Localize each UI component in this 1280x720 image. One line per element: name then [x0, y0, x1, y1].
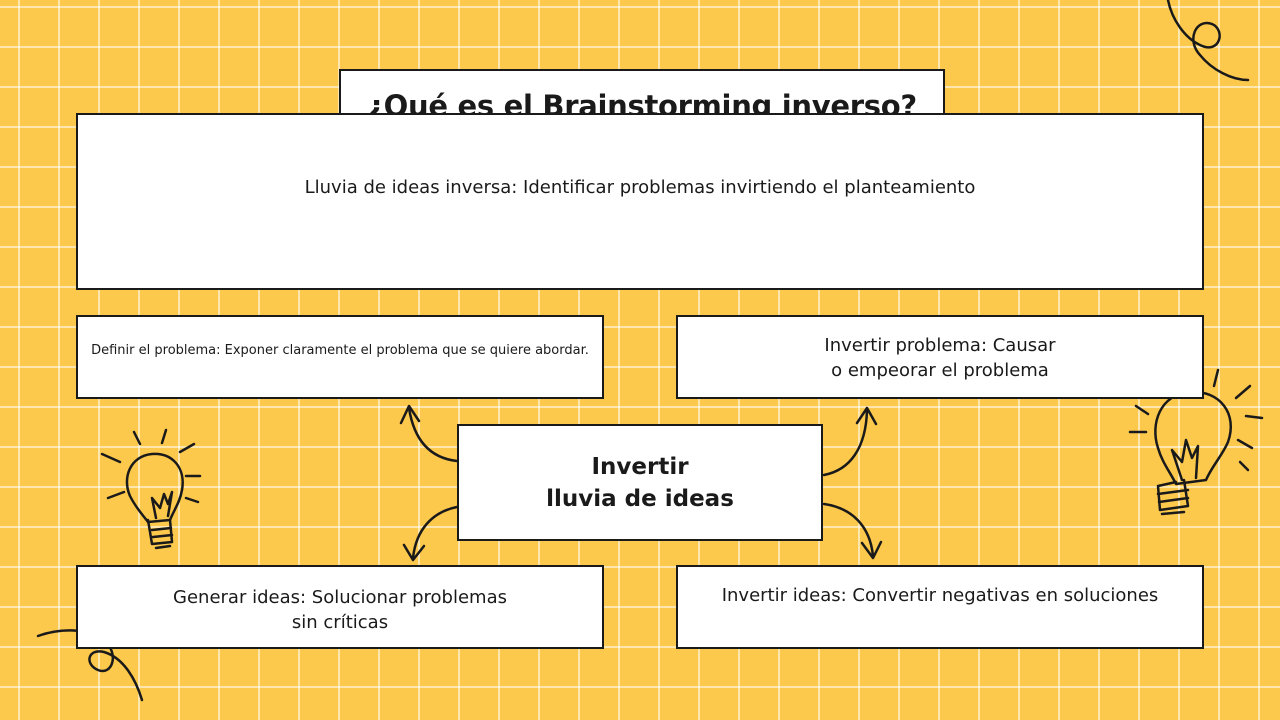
definition-text: Lluvia de ideas inversa: Identificar pro… [304, 177, 976, 198]
definition-box: Lluvia de ideas inversa: Identificar pro… [76, 113, 1204, 290]
arrowhead-top-right [855, 406, 878, 426]
lightbulb-icon [100, 428, 202, 550]
center-box: Invertir lluvia de ideas [457, 424, 823, 541]
step-define-problem-text: Definir el problema: Exponer claramente … [91, 342, 589, 358]
step-invert-ideas-text: Invertir ideas: Convertir negativas en s… [721, 585, 1159, 606]
arrow-to-bottom-right [822, 502, 875, 558]
step-invert-problem-box: Invertir problema: Causar o empeorar el … [676, 315, 1204, 399]
step-invert-ideas-box: Invertir ideas: Convertir negativas en s… [676, 565, 1204, 649]
arrowhead-bottom-right [860, 540, 883, 560]
step-invert-problem-text: Invertir problema: Causar o empeorar el … [824, 335, 1056, 381]
arrowhead-bottom-left [402, 543, 426, 562]
arrowhead-top-left [399, 404, 421, 425]
center-text: Invertir lluvia de ideas [546, 453, 734, 512]
step-generate-ideas-text: Generar ideas: Solucionar problemas sin … [173, 587, 507, 633]
lightbulb-icon [1128, 368, 1264, 516]
arrow-to-top-right [822, 408, 869, 477]
arrow-to-bottom-left [411, 505, 459, 560]
step-generate-ideas-box: Generar ideas: Solucionar problemas sin … [76, 565, 604, 649]
squiggle-top-right [1166, 0, 1250, 82]
step-define-problem-box: Definir el problema: Exponer claramente … [76, 315, 604, 399]
arrow-to-top-left [407, 406, 459, 463]
